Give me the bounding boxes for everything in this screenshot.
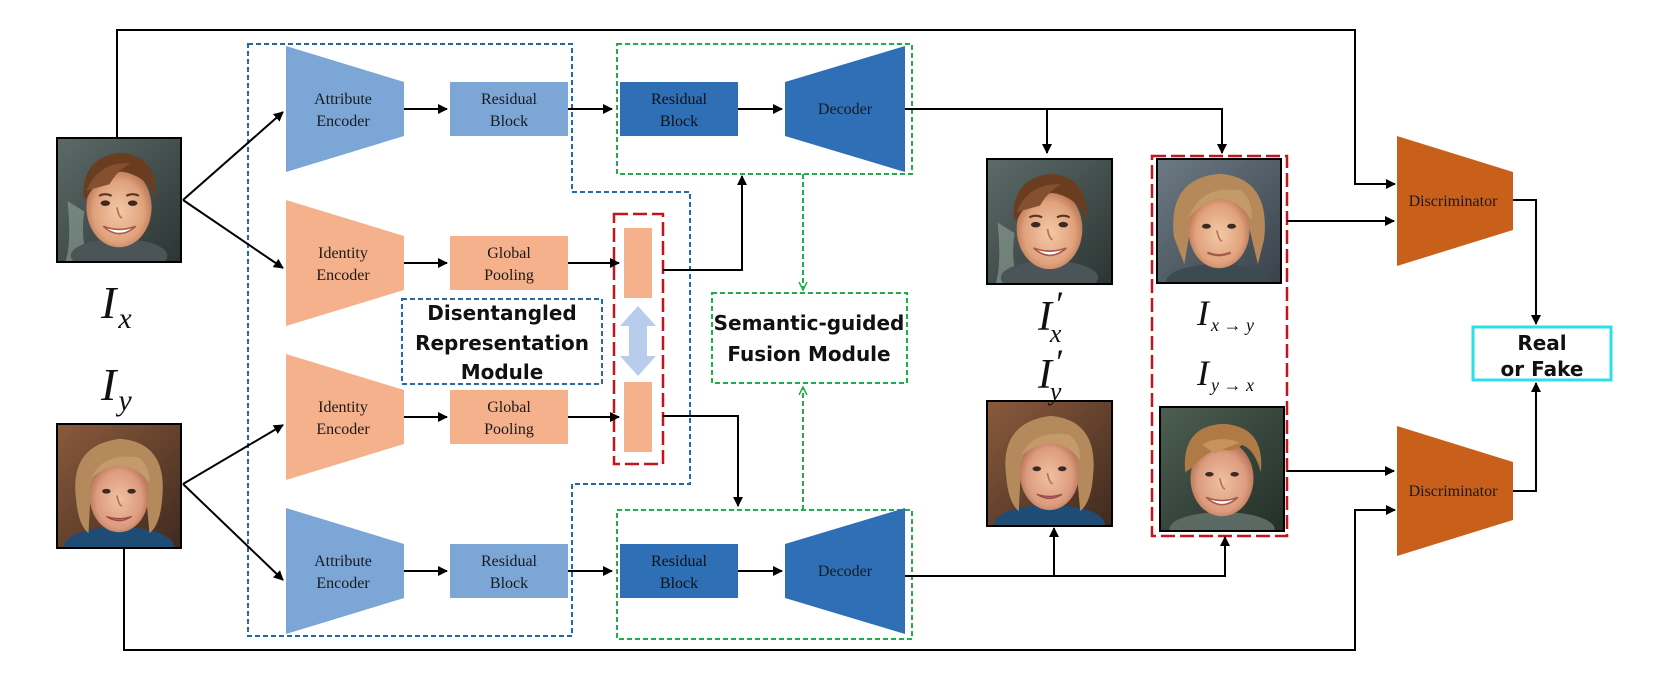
identity-feature-x	[624, 228, 652, 298]
block-chain-arrows	[568, 104, 620, 576]
encoder-to-block-arrows	[404, 104, 448, 576]
photo-ix-prime	[986, 158, 1113, 285]
fusion-region-bottom	[616, 509, 913, 640]
decoder-top: Decoder	[785, 46, 905, 172]
photo-iyx	[1159, 406, 1285, 532]
discriminator-output-arrows	[1513, 199, 1541, 492]
photo-iy	[56, 423, 182, 549]
res-to-decoder-arrows	[738, 104, 783, 576]
label-iy: Iy	[100, 359, 132, 417]
svg-text:Discriminator: Discriminator	[1409, 483, 1499, 500]
svg-text:Decoder: Decoder	[818, 101, 873, 118]
discriminator-bottom: Discriminator	[1397, 426, 1513, 556]
photo-ix	[56, 137, 182, 263]
skip-connection-top	[116, 29, 1396, 189]
label-iy-prime: I′y	[1037, 342, 1063, 406]
identity-feature-box	[612, 212, 665, 466]
photo-ixy	[1156, 158, 1282, 284]
label-ix-prime: I′x	[1037, 284, 1063, 348]
swap-output-box	[1150, 154, 1289, 538]
disentangled-region-border	[247, 43, 691, 637]
swap-to-discriminator-arrows	[1287, 216, 1395, 476]
input-fanout-arrows	[182, 111, 284, 581]
skip-connection-bottom	[123, 505, 1396, 651]
svg-text:Discriminator: Discriminator	[1409, 193, 1499, 210]
photo-iy-prime	[986, 400, 1113, 527]
decoder-output-arrows	[905, 108, 1230, 577]
label-ix: Ix	[100, 277, 132, 335]
feature-swap-double-arrow	[620, 306, 656, 376]
identity-to-decoder-arrows	[663, 175, 747, 507]
discriminator-top: Discriminator	[1397, 136, 1513, 266]
decoder-bottom: Decoder	[785, 508, 905, 634]
svg-text:Decoder: Decoder	[818, 563, 873, 580]
identity-feature-y	[624, 382, 652, 452]
